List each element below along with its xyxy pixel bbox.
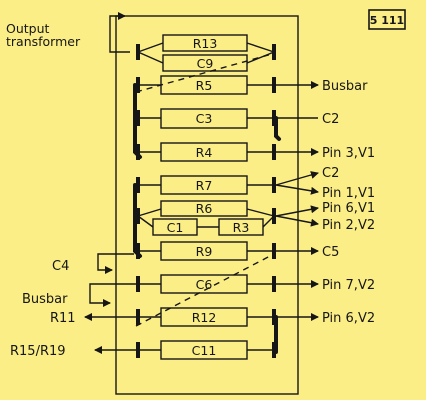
pad <box>272 243 276 259</box>
busbar-left-arrow <box>89 283 136 307</box>
pad <box>136 342 140 358</box>
label-r13: R13 <box>193 36 218 51</box>
left-label-r11: R11 <box>50 311 76 326</box>
pad <box>136 144 140 160</box>
right-label-c2-upper: C2 <box>322 112 339 127</box>
c4-arrow <box>97 253 134 274</box>
output-transformer-label-line1: Output <box>6 21 50 36</box>
left-label-c4: C4 <box>52 259 69 274</box>
lead-to-c2-lower <box>275 171 319 186</box>
right-label-pin6-v1: Pin 6,V1 <box>322 201 375 216</box>
right-label-pin6-v2: Pin 6,V2 <box>322 311 375 326</box>
pad <box>272 77 276 93</box>
resistor-r6 <box>160 200 248 217</box>
lead-r13-c9-left <box>137 42 164 53</box>
right-label-pin7-v2: Pin 7,V2 <box>322 278 375 293</box>
pad <box>272 144 276 160</box>
pad <box>136 309 140 325</box>
label-r5: R5 <box>196 78 213 93</box>
pad <box>272 208 276 224</box>
pad <box>136 243 140 259</box>
right-label-c5: C5 <box>322 245 339 260</box>
label-c1: C1 <box>167 220 184 235</box>
lead-r13-c9-right <box>246 42 275 53</box>
right-label-pin1-v1: Pin 1,V1 <box>322 186 375 201</box>
diagram-code: 5 111 <box>370 14 404 27</box>
label-r7: R7 <box>196 178 213 193</box>
output-transformer-label-line2: transformer <box>6 34 81 49</box>
lead-r13-c9-right-b <box>246 51 275 64</box>
label-r9: R9 <box>196 244 213 259</box>
label-c3: C3 <box>196 111 213 126</box>
pad <box>272 276 276 292</box>
lead-to-pin2-v2 <box>275 215 319 227</box>
label-c9: C9 <box>197 56 214 71</box>
label-r3: R3 <box>233 220 250 235</box>
lead-r6-right <box>246 208 275 217</box>
label-c6: C6 <box>196 277 213 292</box>
label-r6: R6 <box>196 201 213 216</box>
lead-c1-left <box>137 215 154 228</box>
right-label-c2-lower: C2 <box>322 166 339 181</box>
lead-r6-left <box>137 208 162 217</box>
pad <box>136 110 140 126</box>
pad <box>272 44 276 60</box>
label-r12: R12 <box>192 310 217 325</box>
pad <box>272 342 276 358</box>
pad <box>136 77 140 93</box>
right-label-busbar: Busbar <box>322 79 368 94</box>
right-bus-c3 <box>274 116 281 141</box>
left-label-busbar: Busbar <box>22 292 68 307</box>
lead-to-pin6-v1 <box>275 205 319 217</box>
pad <box>272 110 276 126</box>
lead-to-pin1-v1 <box>275 184 319 195</box>
label-r4: R4 <box>196 145 213 160</box>
pad <box>136 44 140 60</box>
right-label-pin3-v1: Pin 3,V1 <box>322 146 375 161</box>
pad <box>136 177 140 193</box>
pad <box>136 276 140 292</box>
label-c11: C11 <box>192 343 217 358</box>
dashed-link-r9 <box>135 254 273 327</box>
right-label-pin2-v2: Pin 2,V2 <box>322 218 375 233</box>
pad <box>272 177 276 193</box>
left-label-r15-r19: R15/R19 <box>10 344 66 359</box>
output-transformer-arrow <box>109 12 130 53</box>
board-outline <box>115 15 299 395</box>
lead-r13-c9-left-b <box>137 51 164 64</box>
pad <box>136 208 140 224</box>
pad <box>272 309 276 325</box>
diagram-code-box <box>368 9 406 30</box>
